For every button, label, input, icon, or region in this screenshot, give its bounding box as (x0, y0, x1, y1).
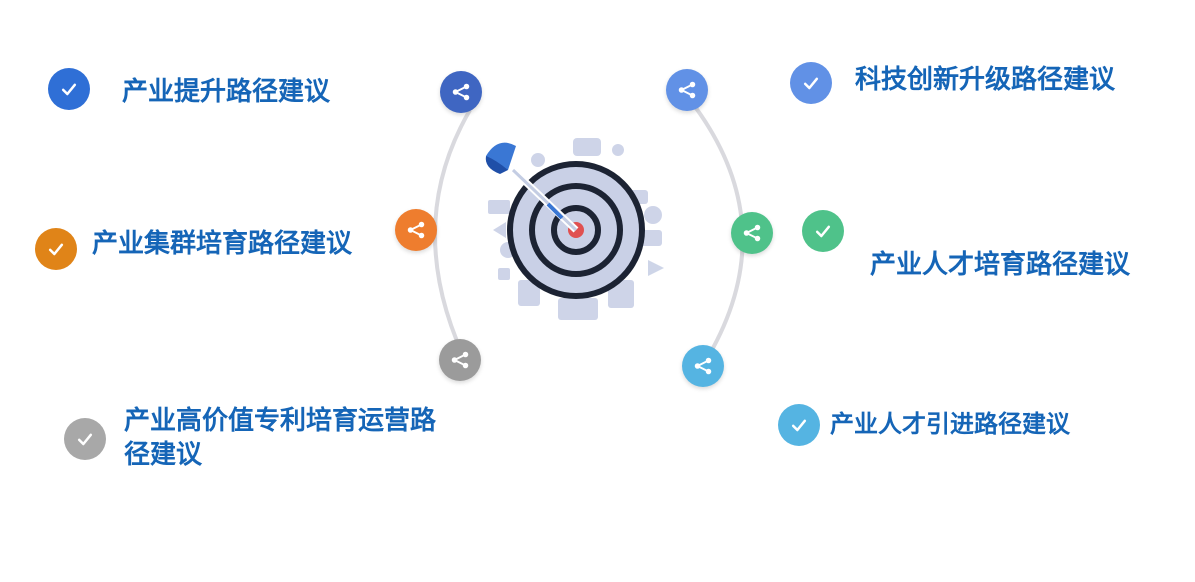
share-icon (678, 81, 696, 99)
node-talent-introduction[interactable] (682, 345, 724, 387)
check-icon (48, 243, 64, 256)
label-patent-operation: 产业高价值专利培育运营路径建议 (124, 406, 437, 470)
check-cluster-cultivation (35, 228, 77, 270)
node-talent-cultivation[interactable] (731, 212, 773, 254)
share-icon (694, 357, 712, 375)
check-icon (803, 77, 819, 90)
check-talent-cultivation (802, 210, 844, 252)
check-icon (791, 419, 807, 432)
check-industry-upgrade (48, 68, 90, 110)
label-talent-introduction: 产业人才引进路径建议 (830, 410, 1070, 438)
share-icon (407, 221, 425, 239)
node-industry-upgrade[interactable] (440, 71, 482, 113)
target-dart-icon (485, 138, 664, 320)
label-tech-innovation: 科技创新升级路径建议 (855, 65, 1116, 95)
share-icon (452, 83, 470, 101)
share-icon (743, 224, 761, 242)
share-icon (451, 351, 469, 369)
check-tech-innovation (790, 62, 832, 104)
node-cluster-cultivation[interactable] (395, 209, 437, 251)
label-industry-upgrade: 产业提升路径建议 (122, 77, 331, 107)
label-talent-cultivation: 产业人才培育路径建议 (870, 250, 1131, 280)
check-icon (77, 433, 93, 446)
check-patent-operation (64, 418, 106, 460)
label-cluster-cultivation: 产业集群培育路径建议 (92, 229, 353, 259)
node-patent-operation[interactable] (439, 339, 481, 381)
node-tech-innovation[interactable] (666, 69, 708, 111)
check-talent-introduction (778, 404, 820, 446)
left-arc (433, 108, 472, 371)
check-icon (815, 225, 831, 238)
check-icon (61, 83, 77, 96)
